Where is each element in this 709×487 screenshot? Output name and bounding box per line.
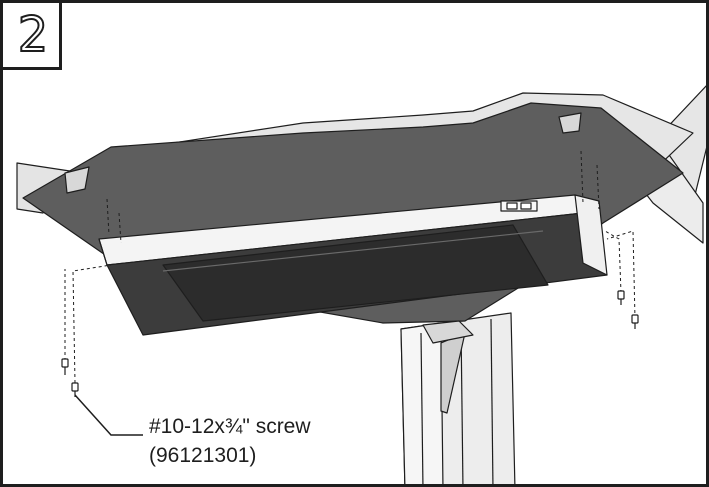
screw-icon: [61, 358, 69, 375]
assembly-illustration: [16, 85, 706, 484]
desk-column: [400, 312, 516, 484]
screw-icon: [71, 382, 79, 397]
screw-icon: [631, 314, 639, 329]
step-number: 2: [17, 7, 50, 63]
control-box: [98, 194, 608, 336]
screw-icon: [617, 290, 625, 305]
callout-leader-line: [74, 394, 143, 436]
step-number-box: 2: [3, 3, 62, 70]
screw-guide-lines: [64, 150, 636, 384]
screw-part-name: #10-12x¾" screw: [149, 415, 311, 438]
screw-part-number: (96121301): [149, 444, 257, 467]
